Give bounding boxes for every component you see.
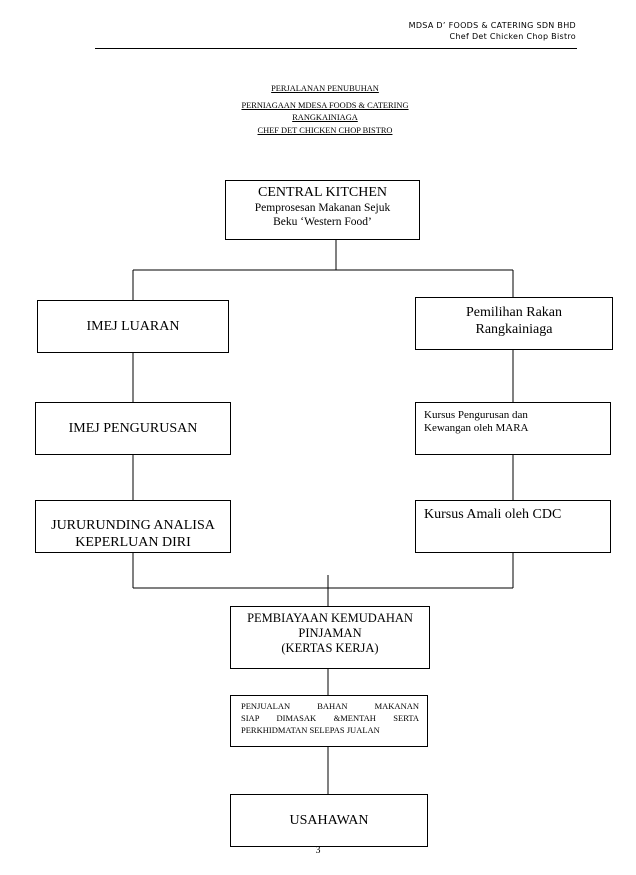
kursus-mara-line-2: Kewangan oleh MARA xyxy=(424,422,529,434)
jururunding-box: JURURUNDING ANALISA KEPERLUAN DIRI xyxy=(35,500,231,553)
pemilihan-line-1: Pemilihan Rakan xyxy=(465,305,563,320)
header-subtitle: Chef Det Chicken Chop Bistro xyxy=(449,32,576,41)
pemilihan-rakan-box: Pemilihan Rakan Rangkainiaga xyxy=(415,297,613,350)
central-kitchen-line-1: Pemprosesan Makanan Sejuk xyxy=(254,202,391,214)
imej-pengurusan-label: IMEJ PENGURUSAN xyxy=(68,420,198,436)
pemilihan-line-2: Rangkainiaga xyxy=(475,322,553,337)
central-kitchen-line-2: Beku ‘Western Food’ xyxy=(273,216,372,228)
title-line-4: CHEF DET CHICKEN CHOP BISTRO xyxy=(257,126,393,135)
imej-luaran-label: IMEJ LUARAN xyxy=(86,318,180,334)
pembiayaan-line-1: PEMBIAYAAN KEMUDAHAN xyxy=(247,611,413,625)
central-kitchen-title: CENTRAL KITCHEN xyxy=(258,185,387,200)
pembiayaan-line-2: PINJAMAN xyxy=(298,626,362,640)
usahawan-box: USAHAWAN xyxy=(230,794,428,847)
title-line-1: PERJALANAN PENUBUHAN xyxy=(271,84,379,93)
title-line-3: RANGKAINIAGA xyxy=(292,113,358,122)
imej-pengurusan-box: IMEJ PENGURUSAN xyxy=(35,402,231,455)
penjualan-box: PENJUALAN BAHAN MAKANAN SIAP DIMASAK &ME… xyxy=(230,695,428,747)
central-kitchen-box: CENTRAL KITCHEN Pemprosesan Makanan Seju… xyxy=(225,180,420,240)
imej-luaran-box: IMEJ LUARAN xyxy=(37,300,229,353)
usahawan-label: USAHAWAN xyxy=(289,812,369,828)
kursus-mara-box: Kursus Pengurusan dan Kewangan oleh MARA xyxy=(415,402,611,455)
penjualan-line-1: PENJUALAN BAHAN MAKANAN xyxy=(241,701,419,711)
kursus-cdc-box: Kursus Amali oleh CDC xyxy=(415,500,611,553)
page-number: 3 xyxy=(315,845,321,856)
header-company-name: MDSA D’ FOODS & CATERING SDN BHD xyxy=(408,21,576,30)
kursus-cdc-label: Kursus Amali oleh CDC xyxy=(424,507,562,522)
pembiayaan-line-3: (KERTAS KERJA) xyxy=(281,641,379,655)
title-line-2: PERNIAGAAN MDESA FOODS & CATERING xyxy=(241,101,409,110)
penjualan-line-2: SIAP DIMASAK &MENTAH SERTA xyxy=(241,713,419,723)
jururunding-line-2: KEPERLUAN DIRI xyxy=(75,535,191,550)
header-divider xyxy=(95,48,577,49)
pembiayaan-box: PEMBIAYAAN KEMUDAHAN PINJAMAN (KERTAS KE… xyxy=(230,606,430,669)
kursus-mara-line-1: Kursus Pengurusan dan xyxy=(424,409,528,421)
jururunding-line-1: JURURUNDING ANALISA xyxy=(51,518,215,533)
penjualan-line-3: PERKHIDMATAN SELEPAS JUALAN xyxy=(241,725,380,735)
